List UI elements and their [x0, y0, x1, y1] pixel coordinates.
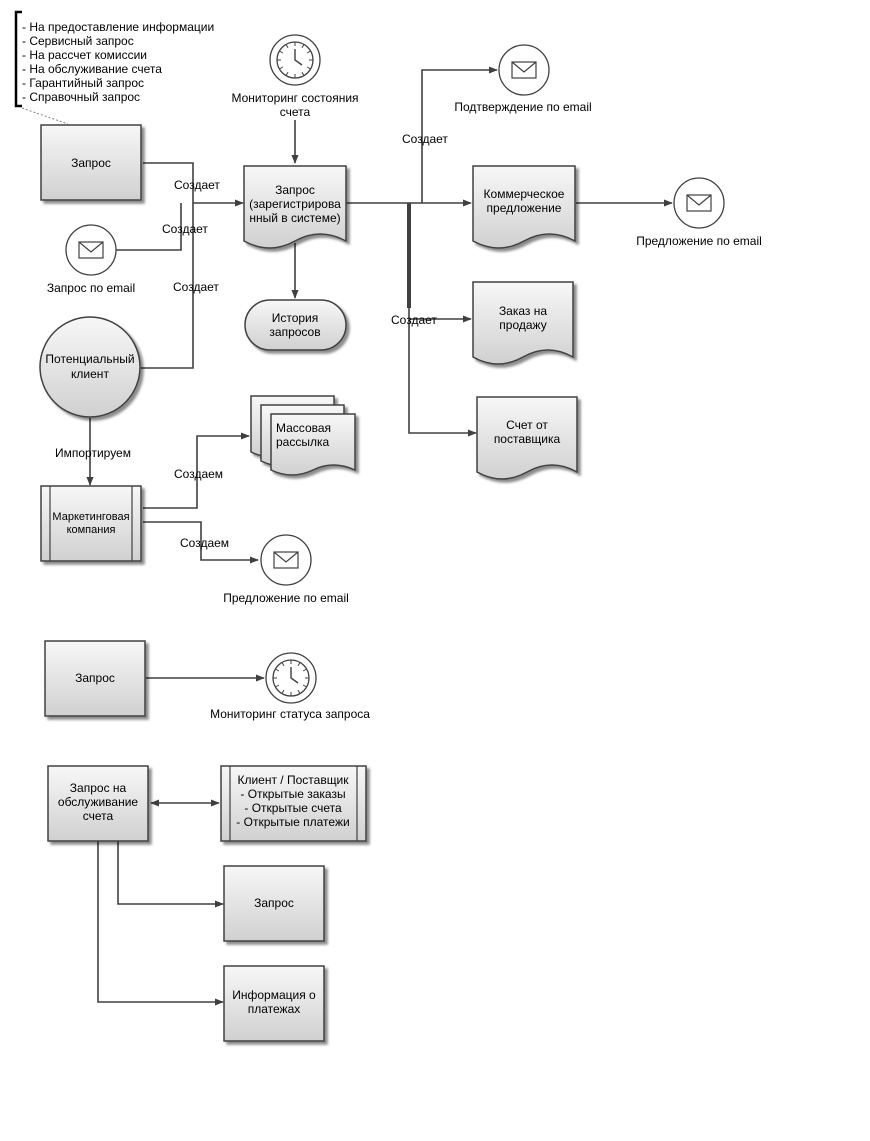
marketing-campaign-label: компания — [67, 524, 116, 536]
potential-client-node[interactable]: Потенциальный клиент — [39, 316, 141, 418]
annotation-bracket — [14, 10, 22, 108]
registered-request-label: (зарегистрирова — [249, 197, 341, 211]
account-service-request-node[interactable]: Запрос на обслуживание счета — [47, 765, 149, 842]
registered-request-node[interactable]: Запрос (зарегистрирова нный в системе) — [243, 165, 347, 249]
monitoring-timer[interactable]: Мониторинг состояния счета — [231, 34, 359, 119]
edge-label: Создает — [174, 178, 220, 192]
mass-mailing-node[interactable]: Массовая рассылка — [250, 395, 356, 476]
offer-email-right-label: Предложение по email — [636, 234, 762, 248]
edge-label: Создаем — [174, 467, 223, 481]
marketing-campaign-label: Маркетинговая — [52, 511, 129, 523]
confirmation-email-event[interactable]: Подтверждение по email — [454, 44, 592, 114]
envelope-icon — [78, 241, 104, 259]
mass-mailing-label: Массовая — [276, 421, 331, 435]
vendor-invoice-label: поставщика — [494, 432, 561, 446]
edge-label: Создает — [391, 313, 437, 327]
request-history-node[interactable]: История запросов — [244, 299, 347, 351]
client-vendor-label: - Открытые заказы — [240, 787, 345, 801]
sales-order-node[interactable]: Заказ на продажу — [472, 281, 574, 365]
mass-mailing-label: рассылка — [276, 435, 329, 449]
clock-icon — [272, 659, 310, 697]
client-vendor-label: - Открытые платежи — [236, 815, 349, 829]
annotation-line: - Сервисный запрос — [22, 34, 134, 48]
annotation-note: - На предоставление информации - Сервисн… — [14, 10, 214, 108]
edge-labels: Создает Создает Создает Импортируем Созд… — [55, 132, 448, 550]
request-history-label: История — [272, 311, 319, 325]
potential-client-label: Потенциальный — [45, 352, 134, 366]
commercial-offer-label: предложение — [487, 201, 562, 215]
account-service-request-label: обслуживание — [58, 795, 139, 809]
envelope-icon — [273, 551, 299, 569]
confirmation-email-label: Подтверждение по email — [454, 100, 591, 114]
annotation-line: - На рассчет комиссии — [22, 48, 147, 62]
request-mid-label: Запрос — [75, 671, 115, 685]
client-vendor-node[interactable]: Клиент / Поставщик - Открытые заказы - О… — [220, 765, 367, 842]
annotation-line: - На обслуживание счета — [22, 62, 162, 76]
request-bottom-label: Запрос — [254, 896, 294, 910]
edge-label: Импортируем — [55, 446, 131, 460]
status-monitoring-timer[interactable]: Мониторинг статуса запроса — [210, 652, 370, 721]
edge-label: Создает — [162, 222, 208, 236]
request-history-label: запросов — [269, 325, 320, 339]
envelope-icon — [686, 194, 712, 212]
clock-icon — [276, 41, 314, 79]
payment-info-label: платежах — [248, 1002, 301, 1016]
annotation-line: - На предоставление информации — [22, 20, 214, 34]
request-mid-node[interactable]: Запрос — [44, 640, 146, 717]
offer-email-event[interactable]: Предложение по email — [223, 534, 349, 605]
offer-email-right-event[interactable]: Предложение по email — [636, 177, 762, 248]
registered-request-label: нный в системе) — [249, 211, 340, 225]
sales-order-label: Заказ на — [499, 304, 547, 318]
edge-label: Создает — [173, 280, 219, 294]
annotation-line: - Справочный запрос — [22, 90, 140, 104]
account-service-request-label: счета — [83, 809, 114, 823]
payment-info-node[interactable]: Информация о платежах — [223, 965, 325, 1042]
vendor-invoice-node[interactable]: Счет от поставщика — [476, 396, 578, 480]
monitoring-timer-label: Мониторинг состояния — [231, 91, 358, 105]
monitoring-timer-label: счета — [280, 105, 311, 119]
edge-label: Создает — [402, 132, 448, 146]
account-service-request-label: Запрос на — [70, 781, 127, 795]
payment-info-label: Информация о — [232, 988, 316, 1002]
commercial-offer-label: Коммерческое — [484, 187, 565, 201]
email-request-label: Запрос по email — [47, 281, 135, 295]
offer-email-label: Предложение по email — [223, 591, 349, 605]
request-bottom-node[interactable]: Запрос — [223, 865, 325, 942]
client-vendor-label: Клиент / Поставщик — [237, 773, 349, 787]
commercial-offer-node[interactable]: Коммерческое предложение — [472, 165, 576, 249]
edge-label: Создаем — [180, 536, 229, 550]
envelope-icon — [511, 61, 537, 79]
request-node-label: Запрос — [71, 156, 111, 170]
annotation-line: - Гарантийный запрос — [22, 76, 144, 90]
edges — [21, 66, 673, 1006]
status-monitoring-label: Мониторинг статуса запроса — [210, 707, 370, 721]
client-vendor-label: - Открытые счета — [244, 801, 342, 815]
marketing-campaign-node[interactable]: Маркетинговая компания — [40, 485, 142, 562]
registered-request-label: Запрос — [275, 183, 315, 197]
request-node[interactable]: Запрос — [40, 124, 142, 201]
vendor-invoice-label: Счет от — [506, 418, 548, 432]
potential-client-label: клиент — [71, 367, 109, 381]
email-request-event[interactable]: Запрос по email — [47, 224, 135, 295]
sales-order-label: продажу — [499, 318, 546, 332]
